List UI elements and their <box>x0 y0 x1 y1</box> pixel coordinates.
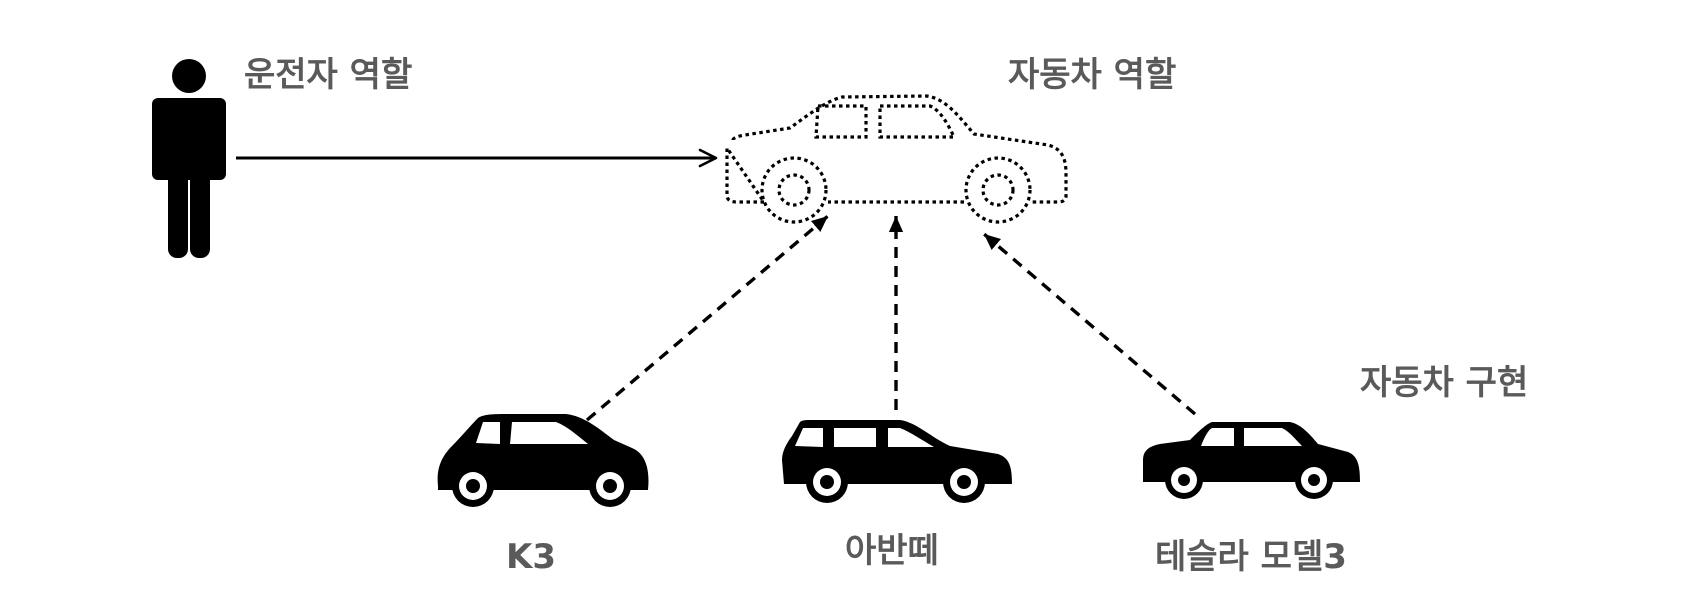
car-role-label: 자동차 역할 <box>1008 55 1177 95</box>
wagon-car-icon <box>782 420 1012 503</box>
dotted-car-outline-icon <box>725 94 1068 224</box>
hatchback-car-icon <box>437 414 649 507</box>
avante-label: 아반떼 <box>845 531 939 571</box>
person-icon <box>152 59 226 258</box>
sedan-car-icon <box>1143 422 1360 499</box>
tesla-to-car-arrow <box>982 232 1197 416</box>
driver-role-label: 운전자 역할 <box>244 55 413 95</box>
car-implementation-label: 자동차 구현 <box>1360 363 1529 403</box>
tesla-model3-label: 테슬라 모델3 <box>1155 537 1347 577</box>
k3-label: K3 <box>506 537 557 577</box>
k3-to-car-arrow <box>585 214 830 422</box>
